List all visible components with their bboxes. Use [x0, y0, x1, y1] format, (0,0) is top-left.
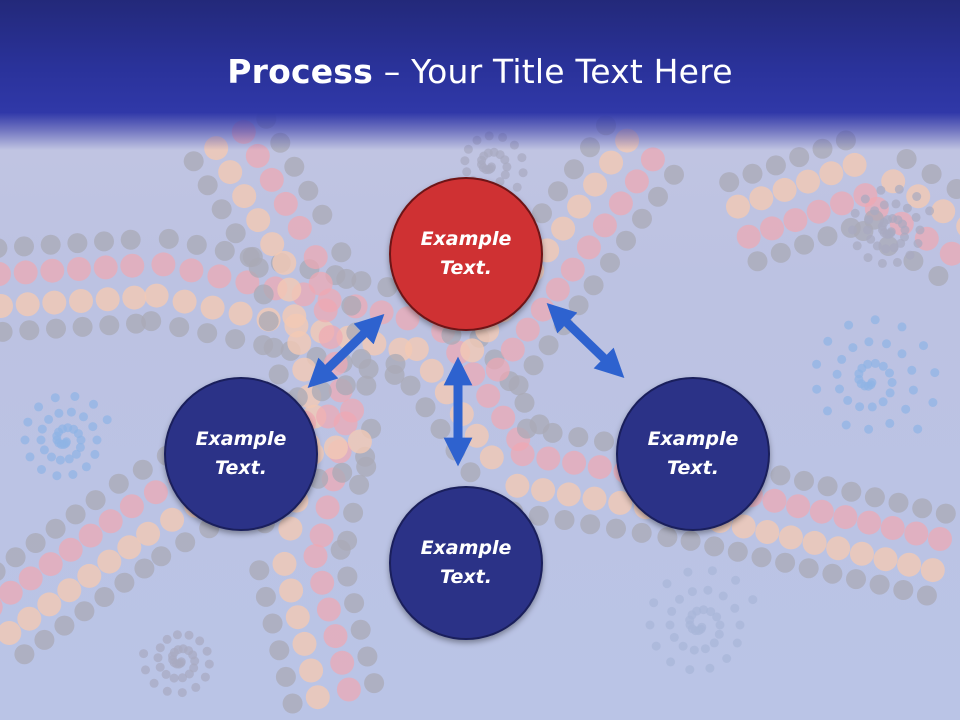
- node-right[interactable]: Example Text.: [616, 377, 770, 531]
- dot-spiral: [812, 315, 940, 434]
- node-bottom[interactable]: Example Text.: [389, 486, 543, 640]
- node-right-label: Example Text.: [647, 428, 739, 479]
- node-left[interactable]: Example Text.: [164, 377, 318, 531]
- slide-title[interactable]: Process – Your Title Text Here: [0, 52, 960, 91]
- title-bar: Process – Your Title Text Here: [0, 0, 960, 150]
- double-arrow-right[interactable]: [546, 303, 625, 378]
- double-arrow-left[interactable]: [307, 314, 385, 388]
- title-separator: –: [373, 52, 412, 91]
- dot-spiral: [139, 630, 214, 698]
- dot-spiral: [848, 184, 935, 268]
- title-rest: Your Title Text Here: [411, 52, 733, 91]
- node-left-label: Example Text.: [195, 428, 287, 479]
- dot-spiral: [20, 392, 112, 481]
- node-top[interactable]: Example Text.: [389, 177, 543, 331]
- node-top-label: Example Text.: [420, 228, 512, 279]
- node-bottom-label: Example Text.: [420, 537, 512, 588]
- title-bold: Process: [227, 52, 373, 91]
- dot-spiral: [645, 566, 758, 675]
